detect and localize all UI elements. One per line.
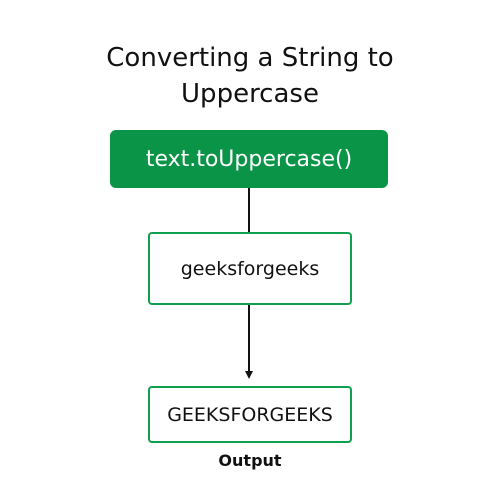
title-line-1: Converting a String to	[106, 43, 394, 73]
input-string-label: geeksforgeeks	[180, 257, 320, 280]
output-caption: Output	[218, 451, 282, 470]
output-string-value: GEEKSFORGEEKS	[167, 403, 333, 426]
output-string-box: GEEKSFORGEEKS	[148, 386, 352, 443]
method-box: text.toUppercase()	[110, 130, 388, 188]
title-line-2: Uppercase	[181, 79, 319, 109]
diagram-title: Converting a String to Uppercase	[0, 40, 500, 112]
method-label: text.toUppercase()	[145, 146, 353, 172]
input-string-box: geeksforgeeks	[148, 232, 352, 305]
